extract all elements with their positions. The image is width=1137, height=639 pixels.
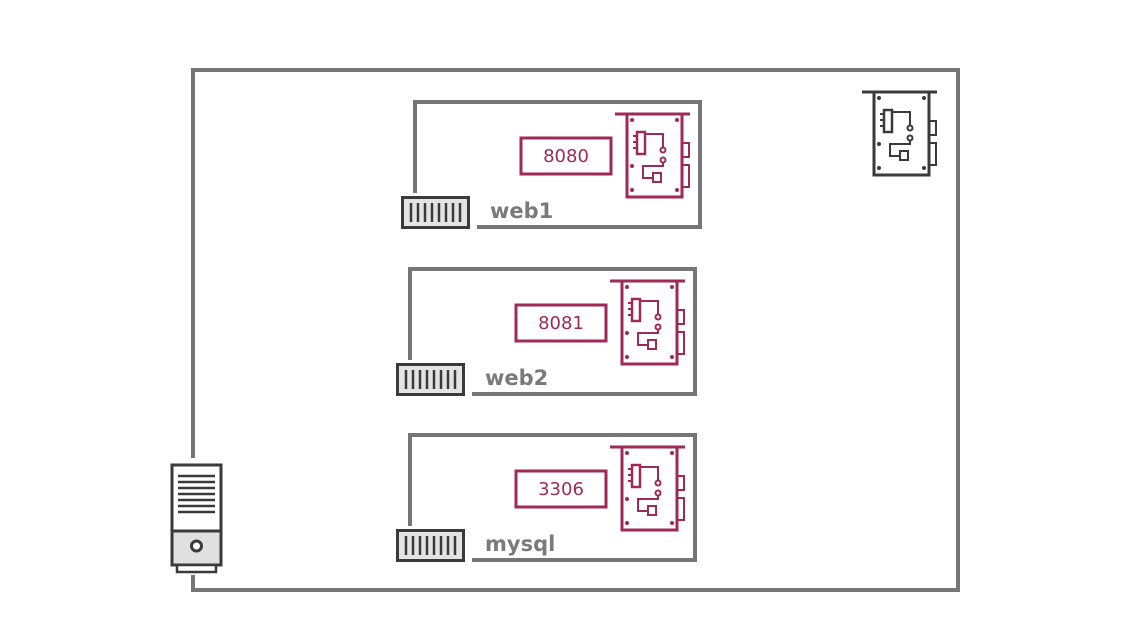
network-card-icon [608,279,687,366]
container-mysql: mysql 3306 [396,433,697,562]
container-web2: web2 8081 [396,267,697,396]
container-name: web2 [485,366,548,390]
container-icon [396,529,465,562]
container-web1: web1 8080 [401,100,702,229]
port-label: 3306 [538,479,584,500]
container-name: mysql [485,532,555,556]
container-boundary [413,100,702,229]
port-label: 8080 [543,146,589,167]
host-boundary [191,68,960,592]
network-card-icon [608,445,687,532]
host-network-card-icon [860,90,939,177]
port-box [519,136,613,176]
server-tower-icon [170,463,223,574]
port-box [514,469,608,509]
port-box [514,303,608,343]
container-icon [396,363,465,396]
container-icon [401,196,470,229]
container-boundary [408,267,697,396]
container-name: web1 [490,199,553,223]
network-card-icon [613,112,692,199]
port-label: 8081 [538,313,584,334]
container-boundary [408,433,697,562]
